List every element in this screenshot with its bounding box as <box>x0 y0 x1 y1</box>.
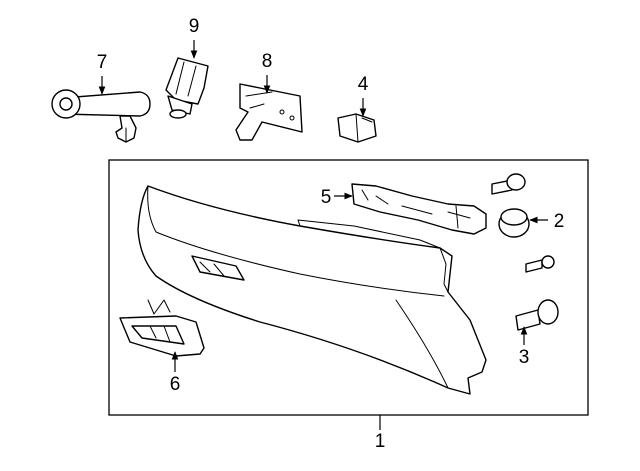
callout-8: 8 <box>262 51 273 72</box>
part-8-bracket <box>235 83 303 141</box>
part-3-bolt <box>515 299 559 331</box>
part-7-handle <box>51 89 151 143</box>
callout-9: 9 <box>189 16 200 37</box>
part-9-latch <box>165 57 209 119</box>
callout-7: 7 <box>97 52 108 73</box>
middle-fastener <box>525 255 555 273</box>
assembly-frame <box>108 159 589 416</box>
part-1-glove-box <box>137 185 487 395</box>
callout-4: 4 <box>358 74 369 95</box>
callout-6: 6 <box>170 374 181 395</box>
callout-2: 2 <box>554 211 565 232</box>
part-2-bumper <box>498 208 530 238</box>
part-6-lock <box>119 299 205 357</box>
upper-screw <box>491 173 526 195</box>
callout-3: 3 <box>519 347 530 368</box>
part-5-strut <box>351 183 487 235</box>
callout-1: 1 <box>375 431 386 452</box>
callout-5: 5 <box>321 187 332 208</box>
part-4-bumper <box>337 113 377 143</box>
